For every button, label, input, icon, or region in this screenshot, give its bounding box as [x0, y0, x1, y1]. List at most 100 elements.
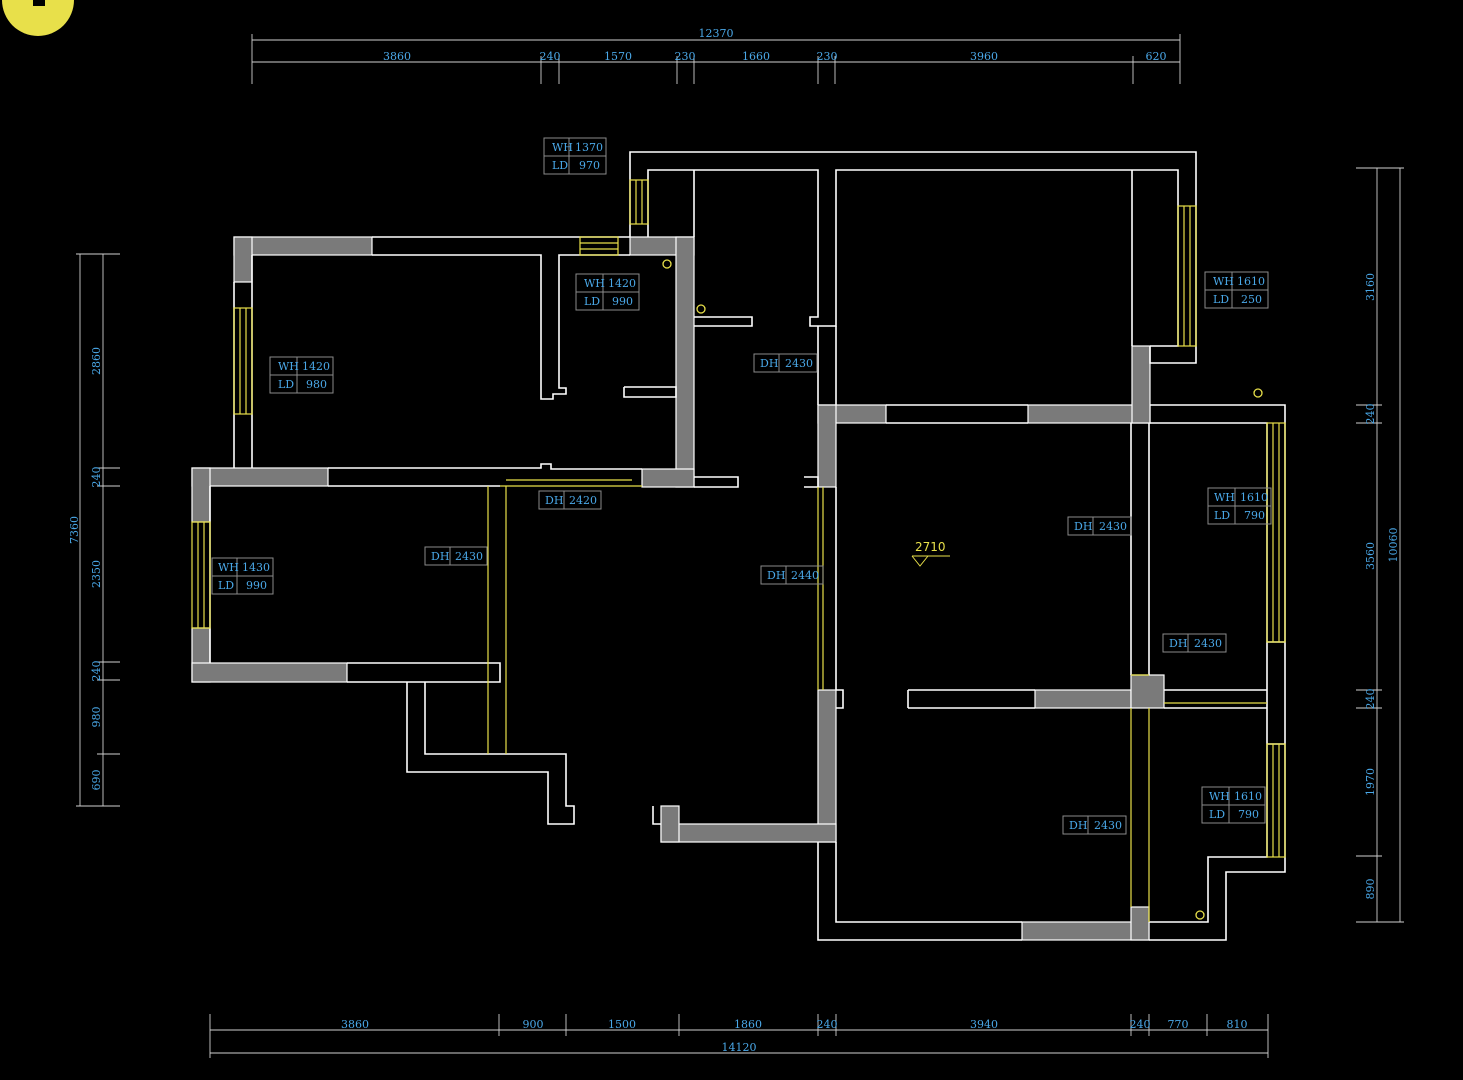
right-dim-2: 240: [1364, 404, 1377, 425]
top-overall-dim: 12370: [699, 27, 734, 40]
compass-icon: [2, 0, 74, 36]
left-dimension-chain: [76, 253, 120, 807]
tag-text: WH: [278, 360, 299, 373]
bottom-dim-3: 1500: [608, 1018, 636, 1031]
right-dim-1: 3160: [1364, 273, 1377, 301]
tag-text: DH: [767, 569, 785, 582]
tag-text: 2420: [569, 494, 597, 507]
window-tag: WH 1610 LD 790: [1201, 786, 1266, 824]
tag-text: 2430: [1194, 637, 1222, 650]
door-tag: DH 2430: [424, 546, 488, 566]
door-tag: DH 2430: [1162, 633, 1227, 653]
tag-text: WH: [584, 277, 605, 290]
bottom-dim-7: 240: [1130, 1018, 1151, 1031]
top-dimension-chain: [251, 34, 1181, 84]
elevation-marker: 2710: [911, 540, 950, 567]
top-dim-7: 3960: [970, 50, 998, 63]
left-overall-dim: 7360: [68, 516, 81, 544]
left-dim-2: 240: [90, 467, 103, 488]
left-dim-1: 2860: [90, 347, 103, 375]
window-openings: [191, 179, 1286, 922]
bottom-dim-1: 3860: [341, 1018, 369, 1031]
tag-text: 990: [612, 295, 633, 308]
tag-text: 790: [1238, 808, 1259, 821]
tag-text: DH: [1069, 819, 1087, 832]
elevation-value: 2710: [915, 540, 946, 554]
fixture-icon: [662, 259, 672, 269]
tag-text: WH: [1213, 275, 1234, 288]
tag-text: LD: [218, 579, 234, 592]
tag-text: DH: [760, 357, 778, 370]
tag-text: 2430: [455, 550, 483, 563]
tag-text: LD: [278, 378, 294, 391]
bottom-dim-8: 770: [1168, 1018, 1189, 1031]
bottom-dim-9: 810: [1227, 1018, 1248, 1031]
tag-text: 990: [246, 579, 267, 592]
tag-text: DH: [1074, 520, 1092, 533]
wall-outlines: [209, 151, 1286, 941]
door-tag: DH 2430: [1062, 815, 1127, 835]
door-tag: DH 2430: [753, 353, 818, 373]
tag-text: WH: [1214, 491, 1235, 504]
tag-text: 1420: [608, 277, 636, 290]
bottom-dim-5: 240: [817, 1018, 838, 1031]
bottom-dim-6: 3940: [970, 1018, 998, 1031]
tag-text: LD: [584, 295, 600, 308]
tag-text: LD: [552, 159, 568, 172]
door-tag: DH 2430: [1067, 516, 1132, 536]
tag-text: DH: [431, 550, 449, 563]
tag-text: DH: [1169, 637, 1187, 650]
left-dim-6: 690: [90, 770, 103, 791]
right-overall-dim: 10060: [1387, 528, 1400, 563]
right-dimension-chain: [1356, 167, 1404, 923]
tag-text: 2430: [1099, 520, 1127, 533]
tag-text: 2430: [1094, 819, 1122, 832]
structural-walls: [191, 236, 1165, 941]
tag-text: WH: [552, 141, 573, 154]
tag-text: 1610: [1237, 275, 1265, 288]
tag-text: 250: [1241, 293, 1262, 306]
tag-text: 1610: [1240, 491, 1268, 504]
tag-text: 1430: [242, 561, 270, 574]
bottom-dimension-chain: [209, 1014, 1269, 1058]
right-dim-5: 1970: [1364, 768, 1377, 796]
tag-text: LD: [1214, 509, 1230, 522]
right-dim-4: 240: [1364, 689, 1377, 710]
top-dim-8: 620: [1146, 50, 1167, 63]
right-dim-6: 890: [1364, 879, 1377, 900]
fixture-icon: [696, 304, 706, 314]
fixture-icon: [1253, 388, 1263, 398]
top-dim-6: 230: [817, 50, 838, 63]
top-dim-4: 230: [675, 50, 696, 63]
tag-text: LD: [1213, 293, 1229, 306]
tag-text: 1610: [1234, 790, 1262, 803]
left-dim-3: 2350: [90, 560, 103, 588]
tag-text: 790: [1244, 509, 1265, 522]
tag-text: 2430: [785, 357, 813, 370]
bottom-dim-4: 1860: [734, 1018, 762, 1031]
tag-text: 970: [579, 159, 600, 172]
top-dim-2: 240: [540, 50, 561, 63]
tag-text: 1420: [302, 360, 330, 373]
tag-text: WH: [1209, 790, 1230, 803]
right-dim-3: 3560: [1364, 542, 1377, 570]
bottom-overall-dim: 14120: [722, 1041, 757, 1054]
window-tag: WH 1610 LD 790: [1207, 487, 1272, 525]
tag-text: LD: [1209, 808, 1225, 821]
bottom-dim-2: 900: [523, 1018, 544, 1031]
fixture-icon: [1195, 910, 1205, 920]
top-dim-3: 1570: [604, 50, 632, 63]
tag-text: 980: [306, 378, 327, 391]
tag-text: 1370: [575, 141, 603, 154]
left-dim-4: 240: [90, 661, 103, 682]
top-dim-5: 1660: [742, 50, 770, 63]
left-dim-5: 980: [90, 707, 103, 728]
tag-text: WH: [218, 561, 239, 574]
top-dim-1: 3860: [383, 50, 411, 63]
